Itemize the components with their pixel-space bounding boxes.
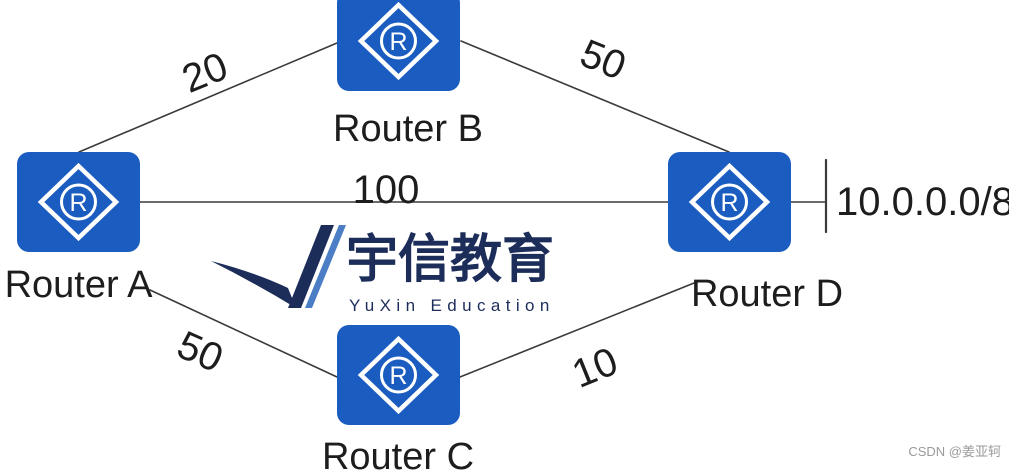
- router-icon-letter: R: [389, 362, 407, 390]
- router-b: R: [337, 0, 460, 91]
- link-a-b-line: [78, 42, 338, 153]
- router-icon: R: [337, 0, 460, 91]
- router-icon: R: [337, 325, 460, 425]
- router-icon-diamond: [37, 162, 120, 242]
- router-a-label: Router A: [4, 264, 153, 306]
- logo-wing: [211, 261, 296, 308]
- router-icon-ring: [60, 183, 97, 221]
- router-icon: R: [17, 152, 140, 252]
- router-b-label: Router B: [333, 108, 483, 150]
- router-c: R: [337, 325, 460, 425]
- network-prefix-label: 10.0.0.0/8: [836, 182, 1009, 224]
- link-a-c-line: [149, 289, 338, 378]
- router-icon-body: [668, 152, 791, 252]
- router-a: R: [17, 152, 140, 252]
- router-icon-diamond: [357, 1, 440, 81]
- router-icon-letter: R: [720, 189, 738, 217]
- watermark-name-en: YuXin Education: [349, 296, 555, 315]
- router-icon-letter: R: [389, 28, 407, 56]
- watermark-name-cn: 宇信教育: [346, 230, 555, 290]
- router-icon-ring: [380, 356, 417, 394]
- router-icon-ring: [380, 22, 417, 60]
- router-d: R: [668, 152, 791, 252]
- router-icon-body: [337, 0, 460, 91]
- router-c-label: Router C: [321, 438, 475, 471]
- link-a-d-cost: 100: [352, 168, 420, 212]
- router-icon: R: [668, 152, 791, 252]
- router-icon-letter: R: [69, 189, 87, 217]
- router-icon-diamond: [357, 335, 440, 415]
- router-icon-diamond: [688, 162, 771, 242]
- csdn-credit: CSDN @姜亚轲: [908, 444, 1001, 459]
- yuxin-education-logo: [211, 225, 346, 308]
- router-icon-body: [17, 152, 140, 252]
- router-d-label: Router D: [690, 273, 844, 315]
- link-b-d-line: [460, 40, 730, 153]
- logo-stripe-light: [305, 225, 346, 308]
- router-icon-ring: [711, 183, 748, 221]
- link-c-d-line: [459, 280, 700, 378]
- router-icon-body: [337, 325, 460, 425]
- logo-stripe-main: [288, 225, 334, 308]
